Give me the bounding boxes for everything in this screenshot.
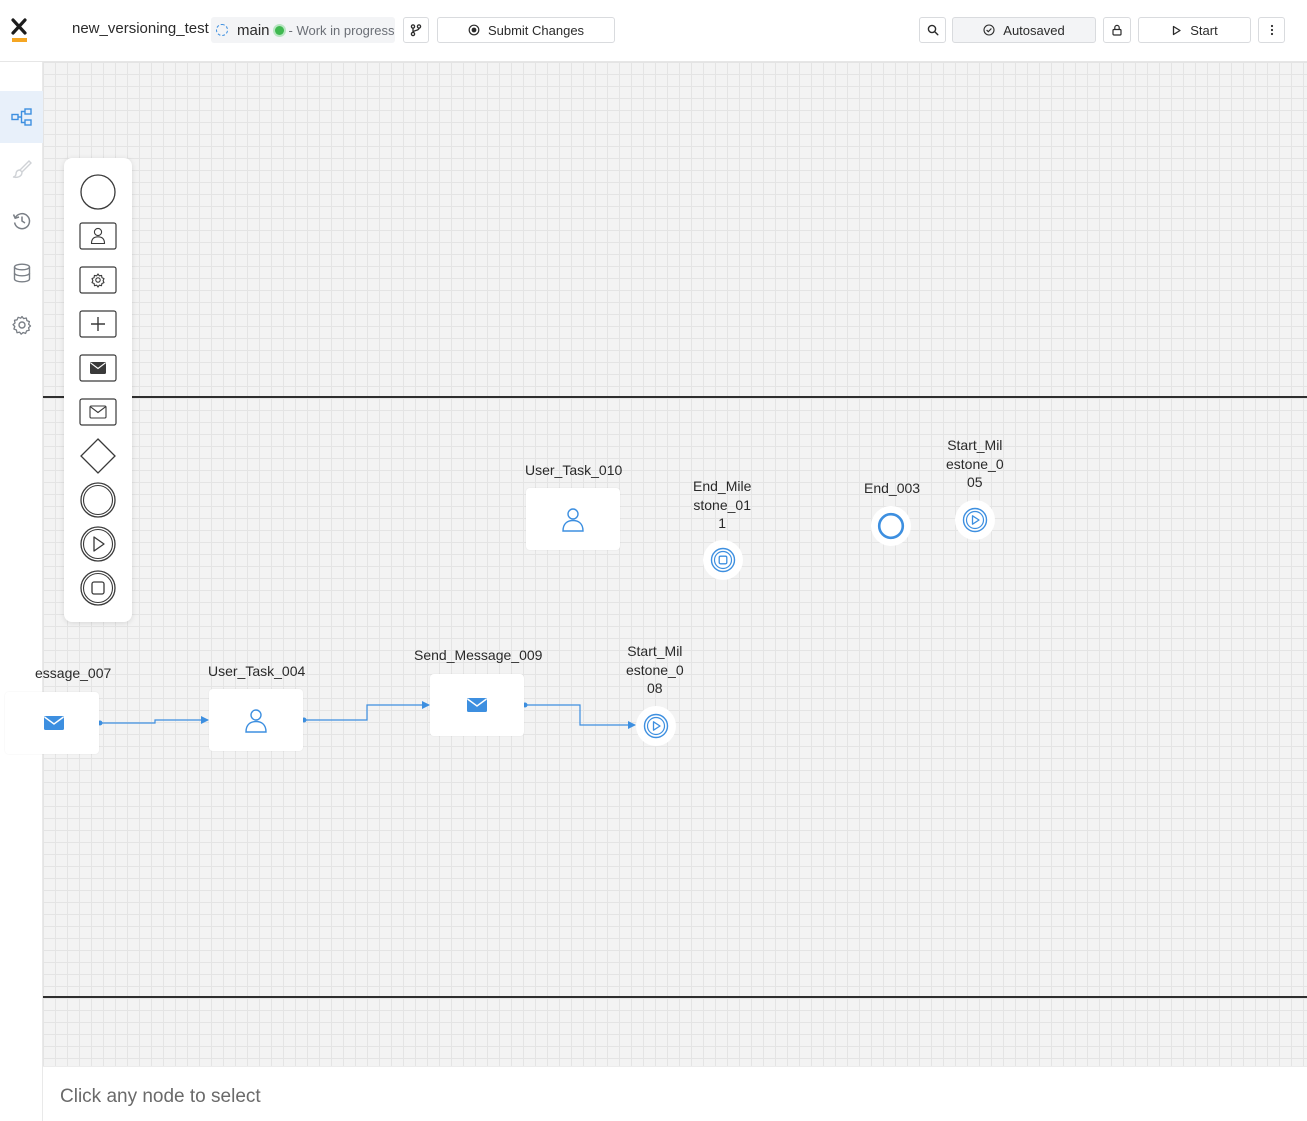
node-label-send-message-007: essage_007 <box>35 665 112 681</box>
nav-history[interactable] <box>0 195 43 247</box>
history-icon <box>12 212 30 230</box>
palette-subprocess[interactable] <box>78 304 118 344</box>
nav-style[interactable] <box>0 143 43 195</box>
node-end-milestone-011[interactable] <box>703 540 743 580</box>
envelope-filled-icon <box>44 716 64 730</box>
start-event-icon <box>80 174 116 210</box>
database-icon <box>13 263 30 283</box>
autosave-label: Autosaved <box>1003 22 1065 38</box>
play-icon <box>1173 25 1181 35</box>
node-send-message-009[interactable] <box>430 674 524 736</box>
user-icon <box>562 508 584 532</box>
end-event-icon <box>80 482 116 518</box>
start-button[interactable]: Start <box>1138 17 1251 43</box>
node-label-start-milestone-005: Start_Mil estone_0 05 <box>946 437 1004 490</box>
nav-data[interactable] <box>0 247 43 299</box>
palette-start-milestone[interactable] <box>78 524 118 564</box>
lock-button[interactable] <box>1103 17 1131 43</box>
autosave-status: Autosaved <box>952 17 1096 43</box>
lock-icon <box>1112 24 1122 36</box>
node-label-start-milestone-008: Start_Mil estone_0 08 <box>626 643 684 696</box>
end-milestone-icon <box>710 547 736 573</box>
element-palette <box>64 158 132 622</box>
lane-divider <box>43 996 1307 998</box>
selection-footer: Click any node to select <box>43 1066 1307 1121</box>
envelope-filled-icon <box>467 698 487 712</box>
node-label-end-milestone-011: End_Mile stone_01 1 <box>693 478 752 531</box>
envelope-filled-icon <box>79 354 117 382</box>
more-options-button[interactable] <box>1258 17 1285 43</box>
flow-004-to-009[interactable] <box>301 701 430 723</box>
sequence-flows <box>97 701 636 729</box>
node-user-task-004[interactable] <box>209 689 303 751</box>
palette-user-task[interactable] <box>78 216 118 256</box>
flow-007-to-004[interactable] <box>97 716 209 726</box>
gear-icon <box>11 315 31 335</box>
node-label-user-task-004: User_Task_004 <box>208 663 306 679</box>
flow-009-to-008[interactable] <box>522 702 636 729</box>
process-title: new_versioning_test <box>72 20 209 37</box>
check-circle-icon <box>983 24 995 36</box>
service-task-icon <box>79 266 117 294</box>
node-start-milestone-005[interactable] <box>955 500 995 540</box>
plus-box-icon <box>79 310 117 338</box>
node-label-send-message-009: Send_Message_009 <box>414 647 543 663</box>
nav-settings[interactable] <box>0 299 43 351</box>
user-icon <box>245 709 267 733</box>
start-milestone-icon <box>962 507 988 533</box>
search-icon <box>927 24 938 36</box>
git-branch-icon <box>410 24 422 37</box>
start-milestone-icon <box>643 713 669 739</box>
app-logo-icon[interactable] <box>8 16 32 44</box>
palette-end-event[interactable] <box>78 480 118 520</box>
search-button[interactable] <box>919 17 946 43</box>
lane-divider <box>43 396 1307 398</box>
branch-name: main <box>237 21 270 39</box>
diagram-canvas[interactable]: essage_007 User_Task_004 Send_Message_00… <box>5 62 1307 1066</box>
selection-hint: Click any node to select <box>60 1086 261 1107</box>
branch-selector[interactable]: main - Work in progress <box>211 17 395 43</box>
branch-sync-icon <box>216 24 228 36</box>
record-icon <box>468 24 480 36</box>
diamond-icon <box>80 438 116 474</box>
submit-changes-label: Submit Changes <box>487 22 585 38</box>
start-milestone-icon <box>80 526 116 562</box>
palette-receive-message[interactable] <box>78 392 118 432</box>
node-end-003[interactable] <box>871 506 911 546</box>
palette-send-message[interactable] <box>78 348 118 388</box>
node-label-user-task-010: User_Task_010 <box>525 462 623 478</box>
kebab-menu-icon <box>1270 24 1273 36</box>
start-label: Start <box>1190 22 1218 38</box>
left-navigation <box>0 62 43 1121</box>
palette-end-milestone[interactable] <box>78 568 118 608</box>
submit-changes-button[interactable]: Submit Changes <box>437 17 615 43</box>
palette-gateway[interactable] <box>78 436 118 476</box>
node-start-milestone-008[interactable] <box>636 706 676 746</box>
node-send-message-007[interactable] <box>5 692 99 754</box>
diagram-icon <box>10 108 32 126</box>
branch-menu-button[interactable] <box>403 17 429 43</box>
nav-process-diagram[interactable] <box>0 91 43 143</box>
status-dot-icon <box>274 25 284 35</box>
end-milestone-icon <box>80 570 116 606</box>
brush-icon <box>12 160 32 179</box>
user-task-icon <box>79 222 117 250</box>
end-event-icon <box>877 512 905 540</box>
envelope-outline-icon <box>79 398 117 426</box>
node-label-end-003: End_003 <box>864 480 921 496</box>
palette-service-task[interactable] <box>78 260 118 300</box>
node-user-task-010[interactable] <box>526 488 620 550</box>
branch-status: - Work in progress <box>288 22 395 38</box>
app-header: new_versioning_test main - Work in progr… <box>0 0 1307 62</box>
palette-start-event[interactable] <box>78 172 118 212</box>
